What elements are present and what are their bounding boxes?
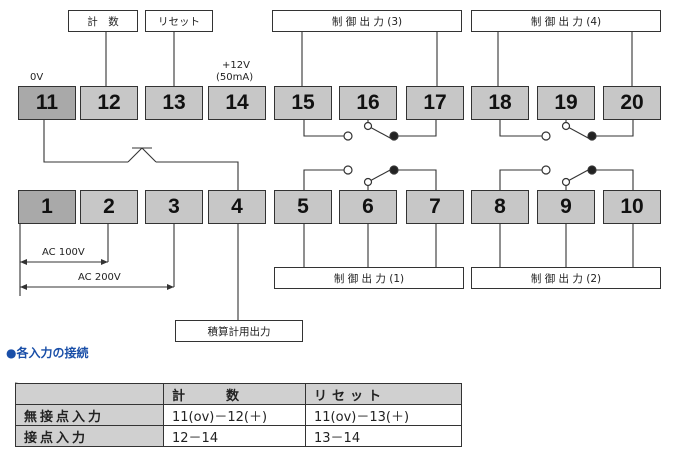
table-corner-cell: [15, 383, 164, 405]
terminal-17: 17: [406, 86, 464, 120]
terminal-8: 8: [471, 190, 529, 224]
terminal-11: 11: [18, 86, 76, 120]
ac100-note: AC 100V: [42, 247, 85, 258]
terminal-14: 14: [208, 86, 266, 120]
terminal-13: 13: [145, 86, 203, 120]
table-row: 無接点入力 11(ov)－12(＋) 11(ov)－13(＋): [15, 404, 462, 426]
terminal-7: 7: [406, 190, 464, 224]
row-label-contactless: 無接点入力: [15, 404, 164, 426]
terminal-3: 3: [145, 190, 203, 224]
terminal-9: 9: [537, 190, 595, 224]
reset-label: リセット: [145, 10, 213, 32]
input-connection-title: ●各入力の接続: [6, 346, 89, 360]
terminal-6: 6: [339, 190, 397, 224]
terminal-2: 2: [80, 190, 138, 224]
control-output-2-label: 制 御 出 力 (2): [471, 267, 661, 289]
table-row: 接点入力 12－14 13－14: [15, 425, 462, 447]
terminal-4: 4: [208, 190, 266, 224]
terminal-19: 19: [537, 86, 595, 120]
header-reset: リセット: [305, 383, 462, 405]
plus12v-current-note: (50mA): [216, 72, 254, 83]
terminal-10: 10: [603, 190, 661, 224]
terminal-1: 1: [18, 190, 76, 224]
table-header-row: 計 数 リセット: [15, 383, 462, 405]
plus12v-note: +12V: [222, 60, 250, 71]
input-connection-table: 計 数 リセット 無接点入力 11(ov)－12(＋) 11(ov)－13(＋)…: [15, 383, 462, 447]
cell-reset-contactless: 11(ov)－13(＋): [305, 404, 462, 426]
terminal-16: 16: [339, 86, 397, 120]
terminal-18: 18: [471, 86, 529, 120]
terminal-5: 5: [274, 190, 332, 224]
cell-count-contact: 12－14: [163, 425, 306, 447]
count-label: 計 数: [68, 10, 138, 32]
terminal-15: 15: [274, 86, 332, 120]
cell-reset-contact: 13－14: [305, 425, 462, 447]
zero-volt-note: 0V: [30, 72, 44, 83]
control-output-1-label: 制 御 出 力 (1): [274, 267, 464, 289]
ac200-note: AC 200V: [78, 272, 121, 283]
cell-count-contactless: 11(ov)－12(＋): [163, 404, 306, 426]
row-label-contact: 接点入力: [15, 425, 164, 447]
control-output-3-label: 制 御 出 力 (3): [272, 10, 462, 32]
header-count: 計 数: [163, 383, 306, 405]
terminal-12: 12: [80, 86, 138, 120]
totalizer-output-label: 積算計用出力: [175, 320, 303, 342]
terminal-20: 20: [603, 86, 661, 120]
control-output-4-label: 制 御 出 力 (4): [471, 10, 661, 32]
